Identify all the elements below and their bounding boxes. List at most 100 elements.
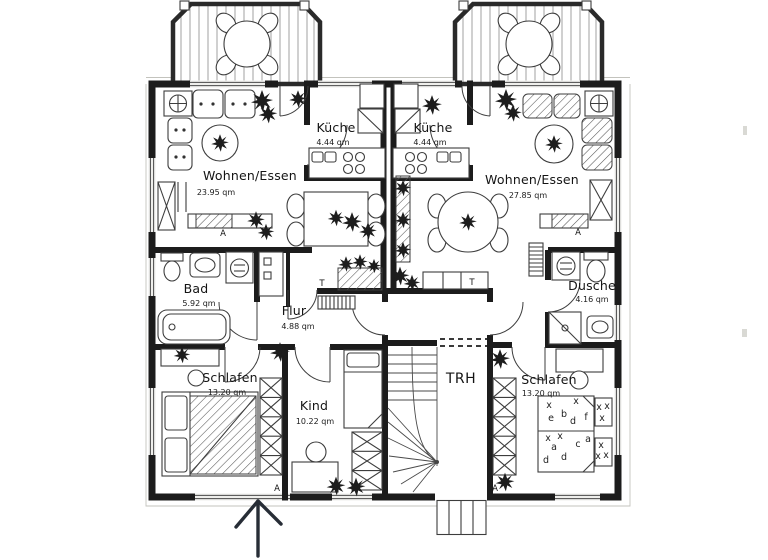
chair <box>305 441 327 463</box>
desk-with-chair <box>555 348 604 390</box>
window <box>614 305 622 340</box>
refrigerator-icon <box>357 108 384 134</box>
window <box>148 158 156 232</box>
staircase <box>387 338 487 493</box>
bed-annotation-letter: d <box>543 455 549 466</box>
child-room-furniture <box>291 349 383 493</box>
scan-outline <box>145 77 747 507</box>
chair <box>366 193 386 219</box>
bedroom-left-furniture <box>160 348 283 477</box>
balcony-round-table <box>223 20 271 68</box>
room-label-kueche-right: Küche <box>414 120 453 135</box>
pillow <box>164 395 188 431</box>
bed-annotation-letter: x <box>545 433 551 444</box>
bed-annotation-letter: x <box>599 413 605 424</box>
room-area-kueche-left: 4.44 qm <box>316 138 349 147</box>
shoe-bench <box>422 271 489 290</box>
scan-artifact <box>742 329 747 337</box>
a-mark: A <box>274 484 280 494</box>
interior-walls <box>148 80 622 501</box>
bed-annotation-letter: x <box>604 401 610 412</box>
child-room-door <box>294 346 331 383</box>
bed-annotation-letter: x <box>573 396 579 407</box>
room-label-wohnen-essen-left: Wohnen/Essen <box>203 168 297 183</box>
double-bed <box>537 395 613 473</box>
room-label-schlafen-left: Schlafen <box>202 370 257 385</box>
apartment-entry-door-left <box>351 301 386 336</box>
stove-icon <box>404 151 428 175</box>
kitchen-cabinet <box>359 83 385 109</box>
window <box>614 158 622 232</box>
room-area-wohnen-essen-right: 27.85 qm <box>509 191 548 200</box>
bedroom-right-furniture <box>492 348 613 476</box>
bed-annotation-letter: f <box>584 412 588 423</box>
room-area-bad: 5.92 qm <box>182 299 215 308</box>
chair <box>569 370 589 390</box>
balcony-post <box>458 0 469 11</box>
sofa <box>167 89 256 171</box>
kitchen-cabinet <box>393 83 419 109</box>
room-area-schlafen-left: 13.20 qm <box>208 388 247 397</box>
refrigerator-icon <box>394 108 421 134</box>
radiator-icon <box>528 242 544 277</box>
annotation-marks: T T A A A A <box>220 228 581 494</box>
room-area-kueche-right: 4.44 qm <box>413 138 446 147</box>
bed-annotation-letter: d <box>570 416 576 427</box>
plant-icon <box>422 95 442 115</box>
bed-annotation-letter: d <box>561 452 567 463</box>
sideboard <box>157 181 273 231</box>
plant-trough <box>337 267 383 291</box>
room-area-wohnen-essen-left: 23.95 qm <box>197 188 236 197</box>
bed-annotation-letter: x <box>603 450 609 461</box>
room-label-kind: Kind <box>300 398 328 413</box>
washbasin-icon <box>189 252 221 278</box>
living-room-right-furniture <box>395 90 614 290</box>
balcony-table-set <box>497 12 561 76</box>
plant-icon <box>352 254 368 270</box>
chair <box>286 193 306 219</box>
nightstand <box>594 397 613 427</box>
radiator-icon <box>317 295 356 310</box>
bed-annotation-letter: x <box>557 431 563 442</box>
sofa <box>522 93 613 171</box>
bedroom-door-right <box>511 346 546 381</box>
sideboard <box>539 179 613 229</box>
room-label-dusche: Dusche <box>568 278 616 293</box>
nightstand <box>594 437 613 467</box>
bed-annotation-letter: b <box>561 409 567 420</box>
pillow <box>346 352 380 368</box>
washbasin-icon <box>586 315 614 339</box>
shower-room-furniture <box>548 251 614 345</box>
shelf <box>160 348 220 367</box>
window <box>190 80 265 88</box>
wardrobe <box>259 377 283 476</box>
t-mark: T <box>318 279 325 289</box>
a-mark: A <box>575 228 581 238</box>
window <box>195 493 290 501</box>
t-mark: T <box>468 278 475 288</box>
room-area-flur: 4.88 qm <box>281 322 314 331</box>
window <box>505 80 580 88</box>
bed-annotation-letter: a <box>585 434 591 445</box>
room-label-wohnen-essen-right: Wohnen/Essen <box>485 172 579 187</box>
bathroom-furniture <box>157 251 284 345</box>
windows <box>148 80 622 501</box>
desk-with-chair <box>291 441 339 493</box>
sink <box>324 151 337 163</box>
room-label-trh: TRH <box>445 371 476 387</box>
lamp-table-icon <box>584 90 614 117</box>
entrance-steps <box>436 499 487 536</box>
bed-annotation-letter: x <box>595 451 601 462</box>
sink <box>449 151 462 163</box>
bed-annotation-letter: x <box>596 402 602 413</box>
scan-artifact <box>743 126 747 135</box>
balcony-table-set <box>215 12 279 76</box>
double-bed <box>161 391 259 477</box>
room-labels: Wohnen/Essen 23.95 qm Küche 4.44 qm Küch… <box>182 120 616 426</box>
boiler-icon <box>258 251 284 297</box>
doors <box>218 85 581 383</box>
room-area-dusche: 4.16 qm <box>575 295 608 304</box>
shower-icon <box>548 311 582 345</box>
single-bed <box>343 349 383 429</box>
